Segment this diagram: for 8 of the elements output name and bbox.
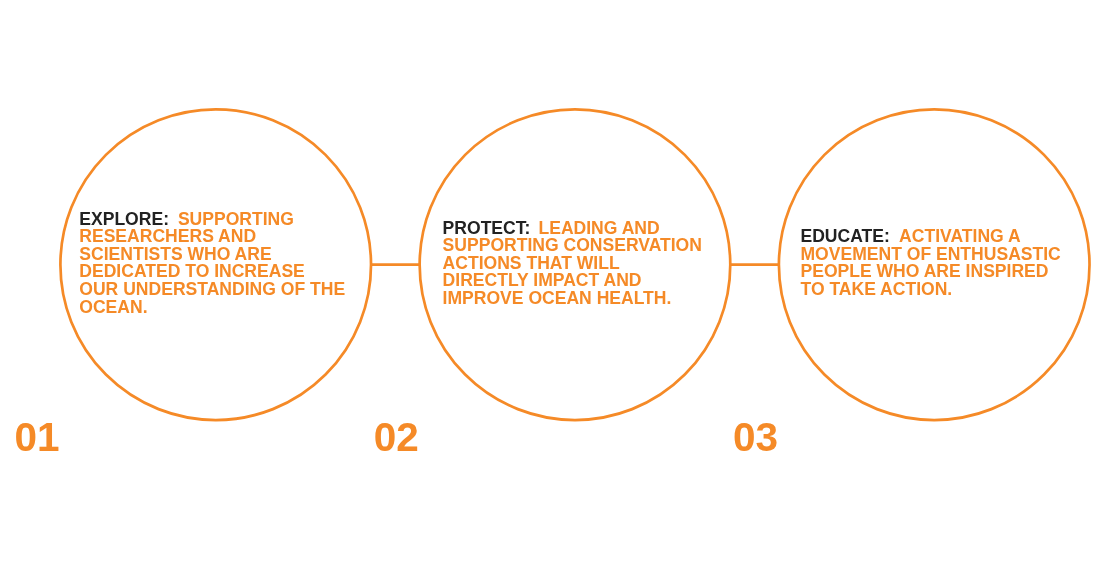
connector: [371, 263, 420, 267]
node-label: 01: [14, 414, 60, 461]
node-circle: PROTECT: LEADING AND SUPPORTING CONSERVATION ACTIONS THAT WILL DIRECTLY IMPACT AND IMPROVE OCEAN HEALTH.: [418, 108, 732, 422]
node-label: 02: [373, 414, 419, 461]
node-circle: EXPLORE: SUPPORTING RESEARCHERS AND SCIENTISTS WHO ARE DEDICATED TO INCREASE OUR UNDERSTANDING OF THE OCEAN.: [59, 108, 373, 422]
node-circle: EDUCATE: ACTIVATING A MOVEMENT OF ENTHUSASTIC PEOPLE WHO ARE INSPIRED TO TAKE ACTION.: [777, 108, 1091, 422]
connector: [730, 263, 779, 267]
node-label: 03: [732, 414, 779, 461]
